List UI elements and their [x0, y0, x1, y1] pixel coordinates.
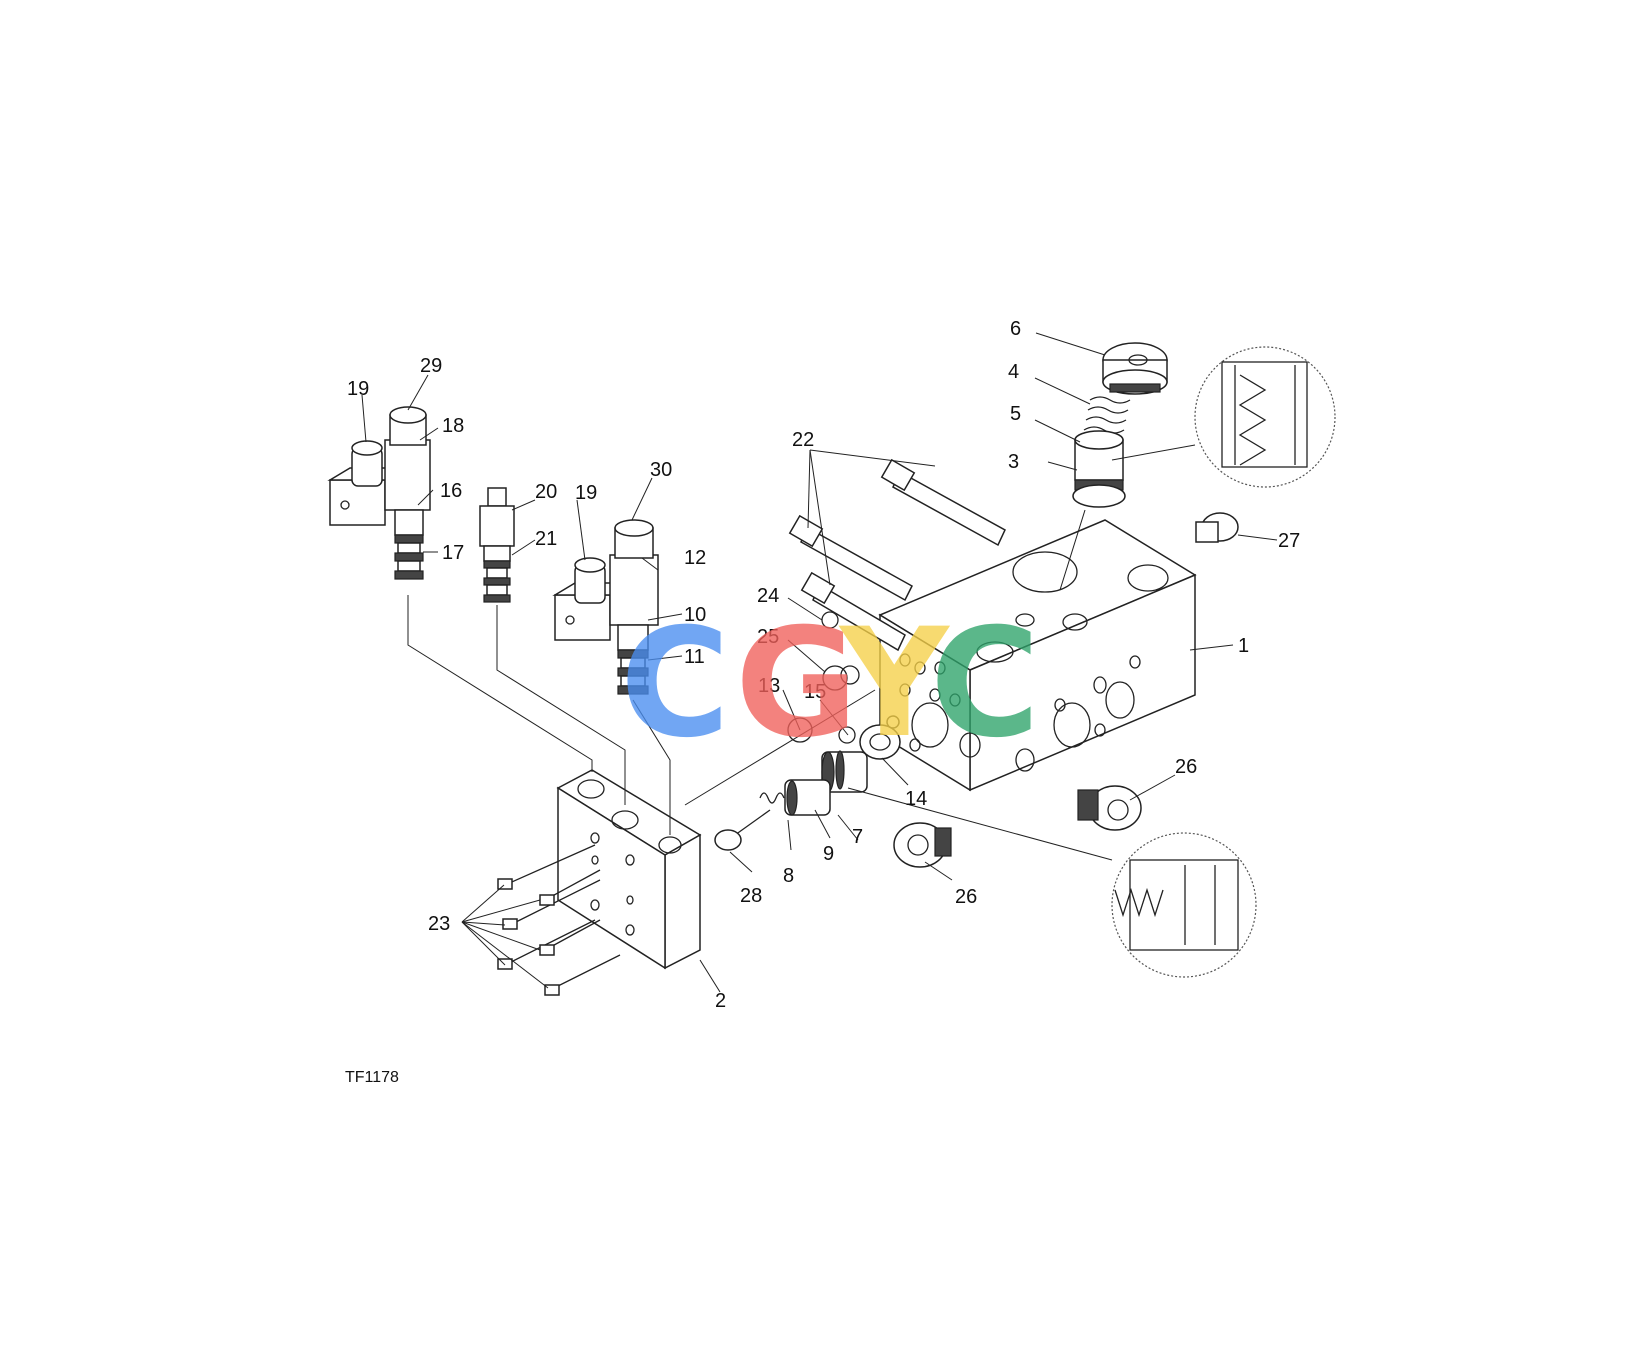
callout-24: 24: [757, 585, 779, 607]
callout-1: 1: [1238, 635, 1249, 657]
callout-5: 5: [1010, 403, 1021, 425]
callout-10: 10: [684, 604, 706, 626]
callout-12: 12: [684, 547, 706, 569]
sub-block: [556, 769, 702, 970]
main-valve-block: [878, 519, 1197, 792]
callout-26: 26: [1175, 756, 1197, 778]
watermark-letter-1: C: [620, 597, 730, 771]
watermark-letter-2: G: [735, 597, 858, 771]
watermark-letter-4: C: [930, 597, 1040, 771]
callout-16: 16: [440, 480, 462, 502]
callout-9: 9: [823, 843, 834, 865]
top-cartridge-stack: [1059, 342, 1168, 591]
callout-19-middle: 19: [575, 482, 597, 504]
callout-numbers: 1 2 3 4 5 6 7 8 9 10 11 12 13 14 15 16 1…: [347, 318, 1300, 1012]
callout-19: 19: [347, 378, 369, 400]
detail-view-lower: [847, 787, 1257, 978]
solenoid-valve-left: [327, 406, 431, 580]
callout-21: 21: [535, 528, 557, 550]
subplate-screws: [497, 844, 621, 996]
callout-4: 4: [1008, 361, 1019, 383]
callout-14: 14: [905, 788, 927, 810]
callout-26-lower: 26: [955, 886, 977, 908]
relief-cartridge: [479, 487, 515, 603]
callout-7: 7: [852, 826, 863, 848]
callout-29: 29: [420, 355, 442, 377]
callout-17: 17: [442, 542, 464, 564]
watermark-letter-3: Y: [838, 597, 951, 771]
figure-id: TF1178: [345, 1069, 399, 1086]
callout-3: 3: [1008, 451, 1019, 473]
callout-11: 11: [684, 646, 705, 668]
callout-15: 15: [804, 681, 826, 703]
callout-8: 8: [783, 865, 794, 887]
callout-23: 23: [428, 913, 450, 935]
watermark-logo: C G Y C: [620, 597, 1040, 771]
callout-13: 13: [758, 675, 780, 697]
callout-6: 6: [1010, 318, 1021, 340]
solenoid-valve-middle: [552, 519, 659, 695]
callout-18: 18: [442, 415, 464, 437]
callout-20: 20: [535, 481, 557, 503]
mounting-bolts: [788, 458, 1006, 652]
callout-28: 28: [740, 885, 762, 907]
callout-30: 30: [650, 459, 672, 481]
leader-lines: [361, 332, 1278, 993]
callout-27: 27: [1278, 530, 1300, 552]
callout-25: 25: [757, 626, 779, 648]
front-cartridge-parts: [714, 611, 901, 851]
callout-2: 2: [715, 990, 726, 1012]
detail-view-upper: [1111, 346, 1336, 488]
callout-22: 22: [792, 429, 814, 451]
assembly-path-lines: [407, 595, 876, 835]
port-plugs: [893, 512, 1239, 868]
